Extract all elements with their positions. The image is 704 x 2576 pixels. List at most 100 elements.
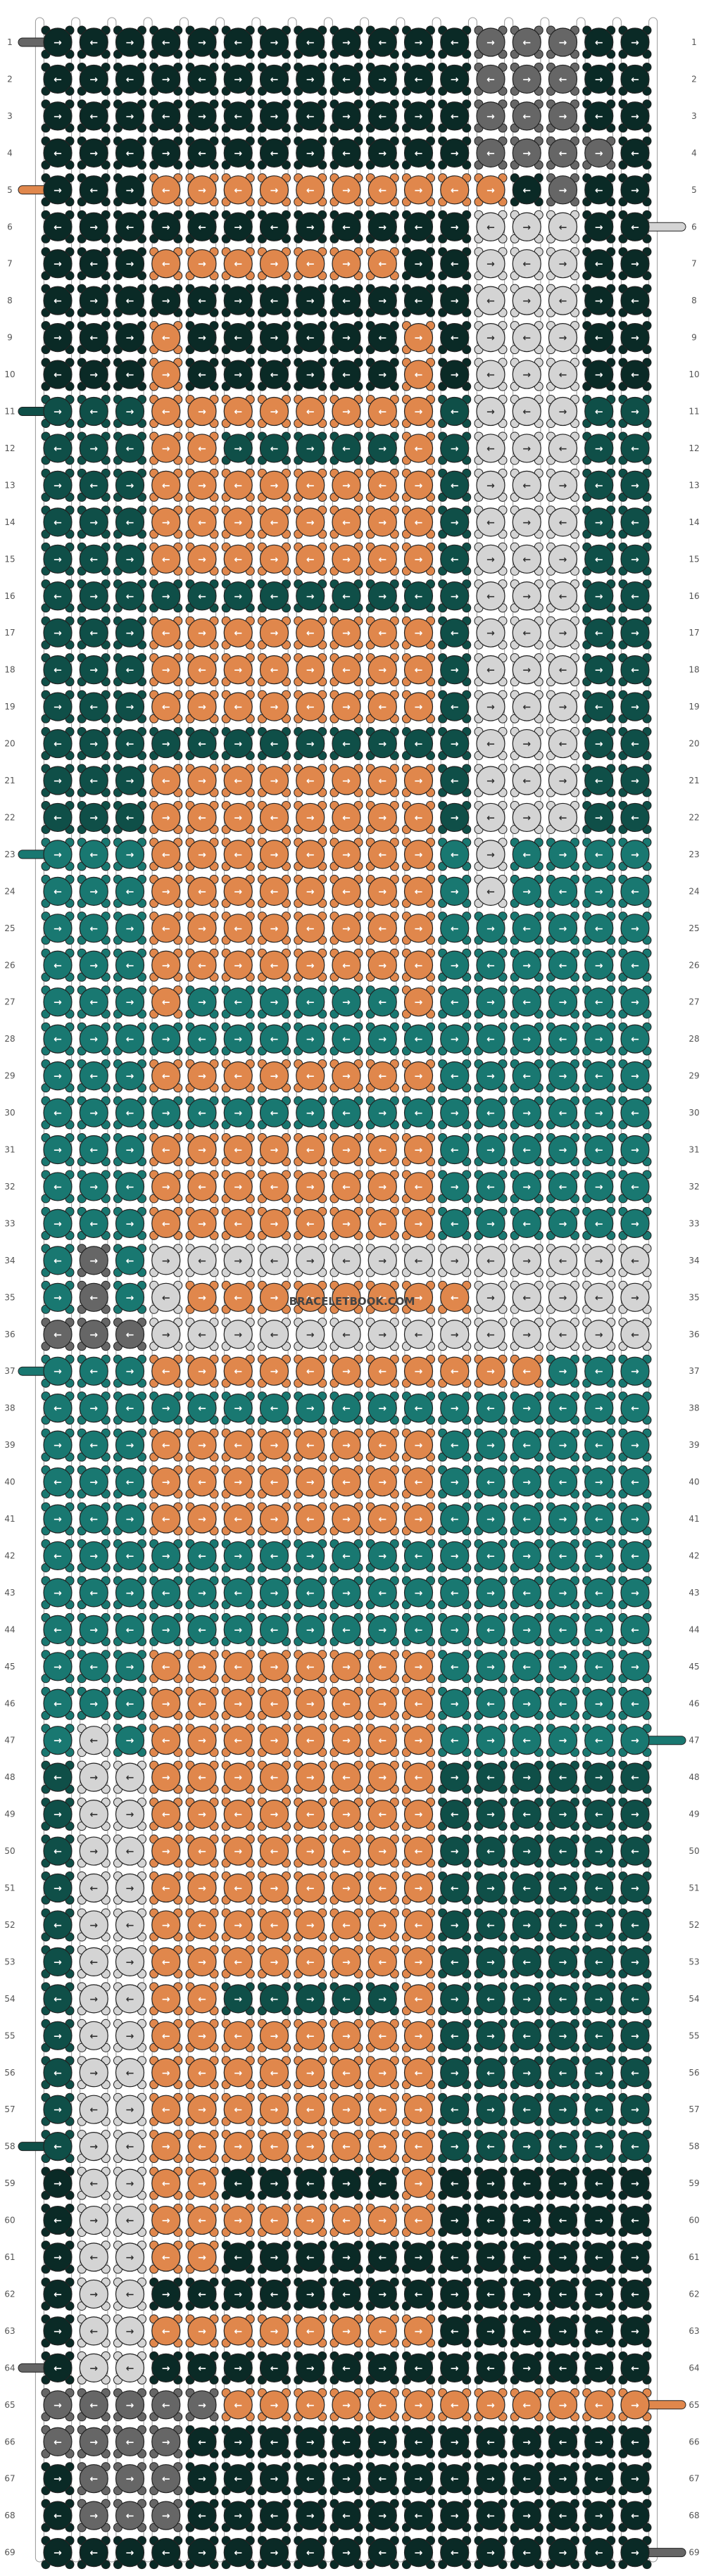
knot: ←: [221, 2314, 255, 2348]
knot: →: [474, 1502, 508, 1536]
knot-arrow-icon: →: [89, 370, 98, 381]
knot: ←: [41, 1908, 75, 1942]
knot: ←: [41, 1022, 75, 1056]
row-number-left: 51: [4, 1883, 15, 1893]
knot: ←: [149, 173, 183, 207]
knot-arrow-icon: →: [54, 480, 62, 491]
knot-arrow-icon: →: [198, 1292, 206, 1303]
knot: →: [329, 321, 363, 355]
knot-arrow-icon: ←: [415, 1477, 423, 1489]
knot: →: [149, 431, 183, 465]
knot-arrow-icon: ←: [378, 185, 386, 196]
knot-arrow-icon: →: [89, 2216, 98, 2227]
knot: →: [258, 911, 291, 945]
knot-arrow-icon: →: [378, 886, 386, 897]
knot: ←: [402, 2351, 435, 2385]
knot: ←: [365, 1133, 399, 1166]
knot-arrow-icon: →: [89, 812, 98, 823]
knot-arrow-icon: →: [522, 2363, 531, 2374]
knot-arrow-icon: →: [306, 222, 315, 233]
knot: ←: [258, 1318, 291, 1351]
knot-arrow-icon: ←: [162, 2400, 170, 2411]
knot-arrow-icon: →: [559, 333, 567, 344]
row-number-left: 37: [4, 1366, 15, 1376]
knot-arrow-icon: ←: [198, 1108, 206, 1119]
knot-arrow-icon: ←: [595, 480, 603, 491]
knot-arrow-icon: ←: [559, 1108, 567, 1119]
knot: →: [474, 468, 508, 502]
knot-arrow-icon: ←: [306, 2178, 315, 2190]
knot: →: [149, 1391, 183, 1425]
knot-arrow-icon: →: [595, 1108, 603, 1119]
knot-arrow-icon: →: [559, 1736, 567, 1747]
knot-arrow-icon: →: [451, 2068, 459, 2079]
knot-arrow-icon: ←: [126, 74, 134, 85]
knot: ←: [474, 1539, 508, 1572]
knot: →: [582, 1022, 616, 1056]
knot-arrow-icon: ←: [306, 2104, 315, 2116]
knot: ←: [402, 210, 435, 244]
knot-arrow-icon: ←: [631, 1403, 639, 1415]
knot-arrow-icon: ←: [522, 1366, 531, 1377]
row-number-left: 16: [4, 591, 15, 601]
row-number-right: 14: [689, 517, 699, 527]
knot-arrow-icon: →: [522, 2289, 531, 2300]
knot-arrow-icon: ←: [342, 960, 351, 971]
knot: ←: [582, 321, 616, 355]
knot-arrow-icon: ←: [342, 2216, 351, 2227]
knot-arrow-icon: →: [162, 2216, 170, 2227]
row-number-right: 18: [689, 665, 699, 675]
knot-arrow-icon: ←: [378, 2252, 386, 2264]
knot-arrow-icon: →: [270, 111, 279, 122]
knot: →: [41, 911, 75, 945]
knot: →: [258, 2462, 291, 2496]
row-number-left: 59: [4, 2178, 15, 2188]
knot: →: [113, 616, 146, 650]
knot: →: [77, 1170, 111, 1204]
knot-arrow-icon: ←: [306, 1957, 315, 1968]
knot: →: [258, 99, 291, 133]
knot-arrow-icon: →: [306, 1920, 315, 1931]
knot: →: [365, 2204, 399, 2237]
knot: ←: [618, 579, 652, 613]
knot: ←: [149, 247, 183, 281]
knot-arrow-icon: →: [54, 628, 62, 639]
knot-arrow-icon: ←: [631, 960, 639, 971]
knot: →: [185, 2462, 219, 2496]
knot: →: [149, 1834, 183, 1868]
knot-arrow-icon: →: [559, 1957, 567, 1968]
knot: ←: [618, 948, 652, 982]
knot-arrow-icon: →: [198, 259, 206, 270]
knot-arrow-icon: ←: [486, 2363, 495, 2374]
knot-arrow-icon: ←: [522, 1736, 531, 1747]
knot-arrow-icon: ←: [522, 37, 531, 49]
row-number-right: 62: [689, 2289, 699, 2299]
knot-arrow-icon: →: [378, 591, 386, 602]
knot: ←: [149, 542, 183, 576]
knot-arrow-icon: ←: [162, 997, 170, 1009]
knot-arrow-icon: →: [415, 776, 423, 787]
knot-arrow-icon: →: [270, 628, 279, 639]
knot: ←: [546, 1982, 579, 2016]
knot-arrow-icon: →: [89, 1551, 98, 1562]
knot-arrow-icon: ←: [270, 812, 279, 823]
knot-arrow-icon: →: [559, 776, 567, 787]
knot-arrow-icon: →: [54, 923, 62, 935]
knot-arrow-icon: →: [451, 1403, 459, 1415]
knot-arrow-icon: ←: [198, 370, 206, 381]
knot: ←: [402, 1096, 435, 1130]
knot: ←: [510, 2462, 543, 2496]
knot-arrow-icon: →: [631, 2326, 639, 2337]
knot-arrow-icon: →: [595, 1256, 603, 1267]
knot: →: [510, 2499, 543, 2532]
knot: ←: [402, 1170, 435, 1204]
knot-arrow-icon: →: [451, 1108, 459, 1119]
knot: ←: [329, 1686, 363, 1720]
knot: ←: [438, 99, 472, 133]
knot-arrow-icon: →: [342, 923, 351, 935]
row-number-right: 52: [689, 1920, 699, 1930]
knot-arrow-icon: ←: [415, 1403, 423, 1415]
knot: ←: [41, 1318, 75, 1351]
knot-arrow-icon: →: [270, 2400, 279, 2411]
knot-arrow-icon: ←: [234, 1883, 242, 1895]
